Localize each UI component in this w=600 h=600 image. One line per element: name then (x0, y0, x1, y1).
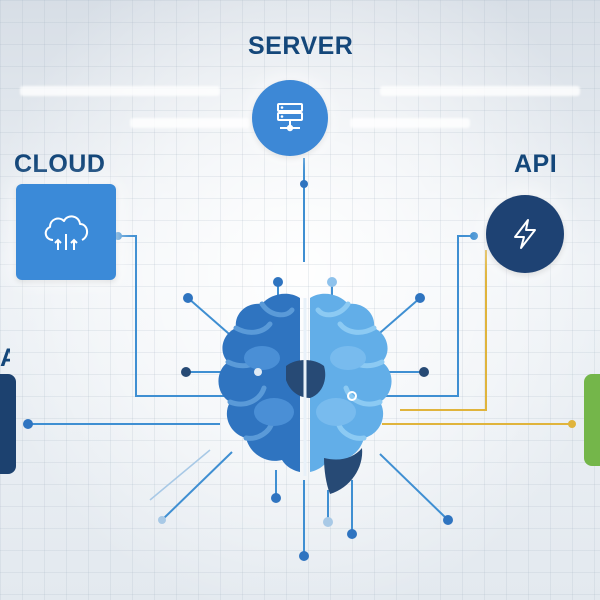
right-partial-node[interactable] (584, 374, 600, 466)
cloud-label: CLOUD (14, 150, 106, 178)
brain-left-hemisphere (218, 293, 300, 472)
ceiling-light (380, 86, 580, 96)
ceiling-light (20, 86, 220, 96)
server-label: SERVER (248, 32, 354, 60)
cloud-upload-icon (44, 215, 88, 250)
left-partial-label: A (0, 344, 10, 372)
api-node[interactable] (486, 195, 564, 273)
server-rack-icon (277, 103, 303, 132)
cloud-node[interactable] (16, 184, 116, 280)
ceiling-light (130, 118, 250, 128)
server-node[interactable] (252, 80, 328, 156)
api-label: API (514, 150, 558, 178)
left-partial-node[interactable] (0, 374, 16, 474)
brain-icon (218, 293, 392, 494)
ceiling-light (350, 118, 470, 128)
brain-right-hemisphere (310, 293, 392, 472)
lightning-bolt-icon (514, 219, 536, 249)
